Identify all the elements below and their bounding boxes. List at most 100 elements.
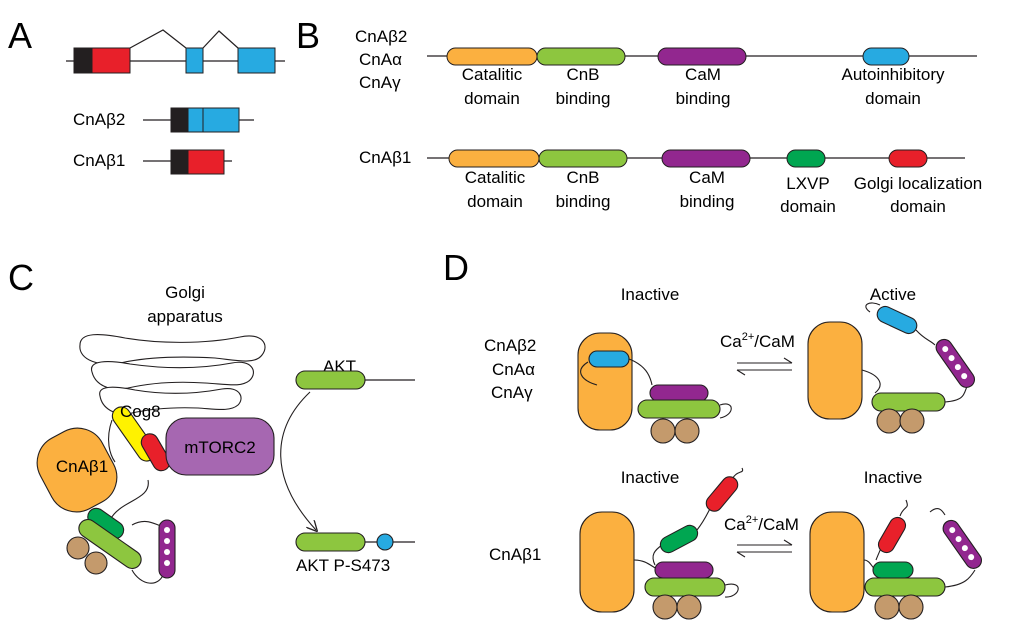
b-bot-cam-l2: binding [680,192,735,211]
b-bot-golgi-l1: Golgi localization [854,174,983,193]
splice-arc-1 [129,29,187,49]
b2-exon-black [170,107,189,133]
mtorc2-complex [165,417,275,476]
b-bot-cnb-l2: binding [556,192,611,211]
b-top-cnb-l2: binding [556,89,611,108]
label-b-top-2: CnAα [359,50,402,69]
label-cnab2-a: CnAβ2 [73,110,125,129]
cnb-subunit-c-2 [84,551,108,575]
d-top-right-complex [807,302,976,434]
b-bot-lxvp-l2: domain [780,197,836,216]
d-cnb-bl [644,577,726,597]
panel-b-letter: B [296,15,320,56]
golgi-domain-c [140,433,171,472]
d-bottom-left-state: Inactive [621,468,680,487]
panel-c-letter: C [8,257,34,298]
b1-exon-red [187,149,225,175]
d-cam-tr [935,338,976,388]
b-bot-cnb-l1: CnB [566,168,599,187]
tether-line-2 [109,479,149,521]
d-cam-br [942,519,983,569]
d-cam-tl [649,384,709,402]
cnab1-catalytic-c [36,427,118,513]
golgi-label-l1: Golgi [165,283,205,302]
d-isoform-top-3: CnAγ [491,383,533,402]
d-equilibrium-arrow-bottom [736,539,793,558]
label-b-top-3: CnAγ [359,73,401,92]
b-top-cam-l1: CaM [685,65,721,84]
label-b-top-1: CnAβ2 [355,27,407,46]
d-lxvp-br [872,561,914,579]
d-cnb-br [864,577,946,597]
d-isoform-top-2: CnAα [492,360,535,379]
d-cnb-tl [637,399,721,419]
golgi-apparatus [79,334,266,415]
d-cacam-top: Ca2+/CaM [720,331,795,351]
panel-c: C Golgi apparatus CnAβ1 Cog8 mTORC2 [8,257,415,584]
d-autoinhibitory-tl [588,350,630,368]
label-b-bottom: CnAβ1 [359,148,411,167]
akt-p-label: AKT P-S473 [296,556,390,575]
b-bot-cam-l1: CaM [689,168,725,187]
d-bottom-right-state: Inactive [864,468,923,487]
d-cnb-tr [871,392,946,412]
exon-blue-2 [237,47,276,74]
d-cam-bl [654,561,714,579]
panel-d-letter: D [443,247,469,288]
b-bot-lxvp-l1: LXVP [786,174,829,193]
b-bot-catalytic-l1: Catalitic [465,168,526,187]
panel-a-letter: A [8,15,32,56]
d-top-left-complex [577,332,732,444]
mtorc2-label: mTORC2 [184,438,255,457]
b-bottom-cam [661,149,751,168]
cog8-label: Cog8 [120,402,161,421]
d-golgi-br [877,516,907,554]
label-cnab1-a: CnAβ1 [73,151,125,170]
d-top-left-state: Inactive [621,285,680,304]
cnb-binding-c [78,518,142,570]
golgi-label-l2: apparatus [147,307,223,326]
b-bottom-lxvp [786,149,826,168]
akt-protein [295,370,366,390]
splice-arc-2 [202,30,239,49]
b-bot-golgi-l2: domain [890,197,946,216]
exon-blue-1 [185,47,204,74]
b-top-autoinhibitory [862,47,910,66]
b-top-cam [657,47,747,66]
b-top-catalytic-l2: domain [464,89,520,108]
d-isoform-top-1: CnAβ2 [484,336,536,355]
exon-red [91,47,131,74]
panel-b: B CnAβ2 CnAα CnAγ Catalitic domain CnB b… [296,15,982,216]
b-bot-catalytic-l2: domain [467,192,523,211]
cnb-subunit-c-1 [66,536,90,560]
d-cacam-bottom: Ca2+/CaM [724,514,799,534]
akt-p-protein [295,532,366,552]
cam-binding-c [158,519,176,579]
phospho-group [376,533,394,551]
panel-d: D Inactive Active CnAβ2 CnAα CnAγ Ca2+/C… [443,247,983,620]
d-golgi-bl [705,476,739,512]
b-top-auto-l1: Autoinhibitory [841,65,945,84]
b-top-auto-l2: domain [865,89,921,108]
d-isoform-bottom: CnAβ1 [489,545,541,564]
exon-black [73,47,93,74]
panel-a: A CnAβ2 CnAβ1 [8,15,285,175]
d-autoinhibitory-tr [876,305,918,335]
b-top-cam-l2: binding [676,89,731,108]
b-top-catalytic [446,47,538,66]
b-bottom-cnb [538,149,628,168]
d-equilibrium-arrow-top [736,357,793,376]
b1-exon-black [170,149,189,175]
b2-exon-blue-1 [187,107,204,133]
d-bottom-right-complex [809,499,983,620]
b-top-cnb-l1: CnB [566,65,599,84]
phosphorylation-arrow [280,391,316,530]
cnab1-label-c: CnAβ1 [56,457,108,476]
b2-exon-blue-2 [202,107,240,133]
b-bottom-catalytic [448,149,540,168]
b-top-cnb [536,47,626,66]
d-bottom-left-complex [579,467,744,620]
b-top-catalytic-l1: Catalitic [462,65,523,84]
tether-line-1 [108,419,116,463]
